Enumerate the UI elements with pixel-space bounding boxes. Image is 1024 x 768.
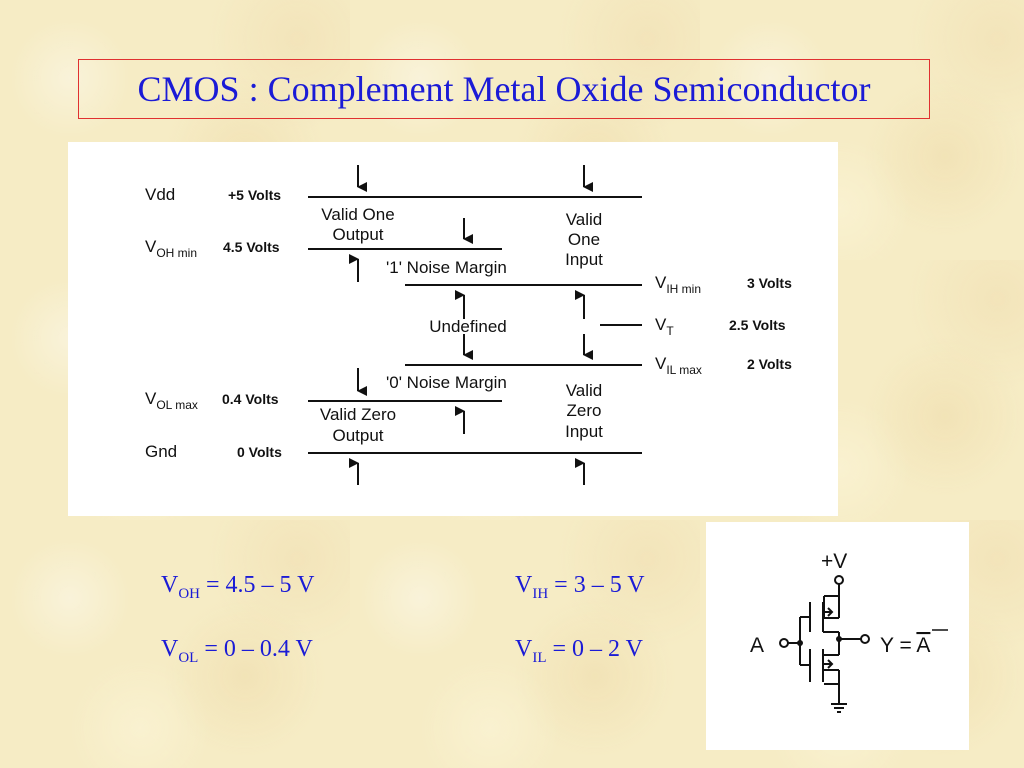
valid-zero-input-line3: Input	[565, 422, 603, 441]
valid-zero-output-line1: Valid Zero	[320, 405, 396, 424]
valid-zero-output-line2: Output	[332, 426, 383, 445]
supply-terminal	[834, 575, 844, 585]
page-title: CMOS : Complement Metal Oxide Semiconduc…	[137, 69, 871, 109]
valid-zero-input-line2: Zero	[567, 401, 602, 420]
voltage-levels-diagram: Vdd VOH min VOL max Gnd +5 Volts 4.5 Vol…	[68, 142, 838, 516]
cmos-inverter-svg: +V A Y = A	[750, 550, 948, 713]
vih-formula: VIH = 3 – 5 V	[515, 572, 645, 602]
output-label: Y = A	[880, 634, 930, 657]
noise-margin-1-label: '1' Noise Margin	[386, 258, 507, 277]
title-box: CMOS : Complement Metal Oxide Semiconduc…	[78, 59, 930, 119]
vil-label: VIL max	[655, 354, 702, 377]
noise-margin-0-label: '0' Noise Margin	[386, 373, 507, 392]
valid-one-output-line1: Valid One	[321, 205, 394, 224]
valid-zero-input-line1: Valid	[566, 381, 603, 400]
output-bar-label: A	[916, 634, 930, 657]
vt-label: VT	[655, 315, 674, 338]
voltage-levels-svg: Vdd VOH min VOL max Gnd +5 Volts 4.5 Vol…	[145, 165, 792, 485]
ground-icon	[831, 703, 847, 713]
undefined-label: Undefined	[429, 317, 507, 336]
valid-one-output-line2: Output	[332, 225, 383, 244]
voh-label: VOH min	[145, 237, 197, 260]
gnd-value: 0 Volts	[237, 444, 282, 460]
output-terminal	[860, 634, 870, 644]
vt-value: 2.5 Volts	[729, 317, 786, 333]
voh-value: 4.5 Volts	[223, 239, 280, 255]
input-junction	[797, 640, 803, 646]
vil-value: 2 Volts	[747, 356, 792, 372]
vih-value: 3 Volts	[747, 275, 792, 291]
voh-formula: VOH = 4.5 – 5 V	[161, 572, 315, 602]
vdd-value: +5 Volts	[228, 187, 281, 203]
supply-label: +V	[821, 550, 847, 573]
vol-formula: VOL = 0 – 0.4 V	[161, 636, 313, 666]
input-label: A	[750, 634, 764, 657]
vih-label: VIH min	[655, 273, 701, 296]
gnd-label: Gnd	[145, 442, 177, 461]
valid-one-input-line3: Input	[565, 250, 603, 269]
valid-one-input-line1: Valid	[566, 210, 603, 229]
vdd-label: Vdd	[145, 185, 175, 204]
input-terminal	[779, 638, 789, 648]
vol-label: VOL max	[145, 389, 198, 412]
output-junction	[836, 636, 842, 642]
valid-one-input-line2: One	[568, 230, 600, 249]
cmos-inverter-circuit: +V A Y = A	[706, 522, 969, 750]
vol-value: 0.4 Volts	[222, 391, 279, 407]
vil-formula: VIL = 0 – 2 V	[515, 636, 643, 666]
